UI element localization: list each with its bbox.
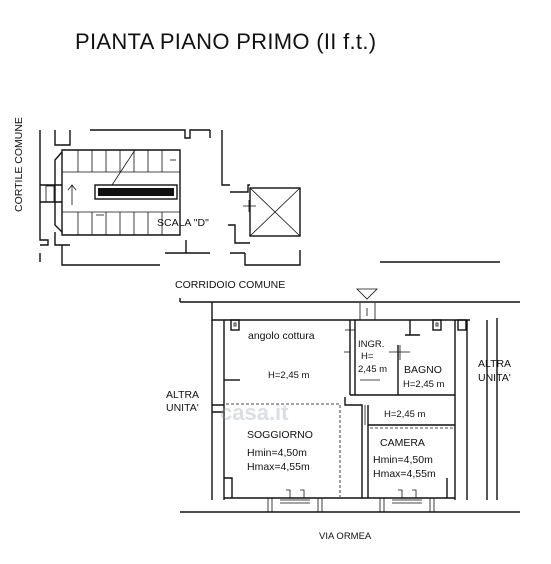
label-ingresso: INGR. bbox=[358, 339, 384, 350]
stair-block bbox=[39, 129, 500, 266]
label-altra-unita-left-1: ALTRA bbox=[166, 389, 199, 401]
label-scala-d: SCALA "D" bbox=[157, 217, 209, 229]
label-cortile-comune: CORTILE COMUNE bbox=[13, 117, 25, 212]
plan-title: PIANTA PIANO PRIMO (II f.t.) bbox=[75, 29, 376, 54]
label-altra-unita-right-1: ALTRA bbox=[478, 358, 511, 370]
label-ingresso-h: H= bbox=[361, 351, 374, 362]
label-bagno: BAGNO bbox=[404, 364, 442, 376]
label-soggiorno: SOGGIORNO bbox=[247, 429, 313, 441]
label-camera-hmax: Hmax=4,55m bbox=[373, 468, 436, 480]
label-kitchen-height: H=2,45 m bbox=[268, 370, 310, 381]
label-camera-hmin: Hmin=4,50m bbox=[373, 454, 433, 466]
label-soggiorno-hmin: Hmin=4,50m bbox=[247, 447, 307, 459]
label-angolo-cottura: angolo cottura bbox=[248, 330, 315, 342]
label-camera-height: H=2,45 m bbox=[384, 409, 426, 420]
label-altra-unita-right-2: UNITA' bbox=[478, 372, 511, 384]
label-ingresso-height: 2,45 m bbox=[358, 364, 387, 375]
label-altra-unita-left-2: UNITA' bbox=[166, 402, 199, 414]
label-via-ormea: VIA ORMEA bbox=[319, 531, 372, 542]
apartment-walls bbox=[179, 298, 520, 513]
label-camera: CAMERA bbox=[380, 437, 425, 449]
label-soggiorno-hmax: Hmax=4,55m bbox=[247, 461, 310, 473]
entrance-marker-icon bbox=[356, 288, 378, 300]
label-corridoio-comune: CORRIDOIO COMUNE bbox=[175, 279, 285, 291]
label-bagno-height: H=2,45 m bbox=[403, 379, 445, 390]
watermark-logo: casa.it bbox=[220, 400, 289, 425]
